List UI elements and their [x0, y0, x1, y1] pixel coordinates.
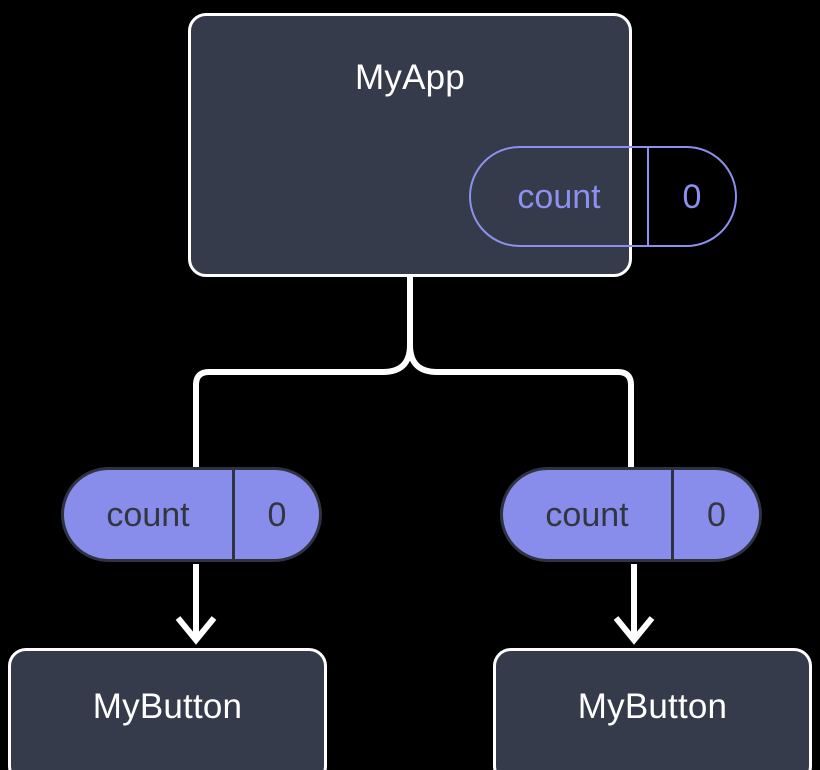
component-node-mybutton-right[interactable]: MyButton	[493, 648, 812, 770]
tree-branch-connector-right-icon	[407, 274, 634, 470]
state-pill-key: count	[503, 470, 674, 559]
component-node-mybutton-left[interactable]: MyButton	[8, 648, 327, 770]
state-pill-value: 0	[267, 495, 287, 534]
component-title-mybutton: MyButton	[92, 687, 243, 726]
state-pill-key: count	[471, 148, 649, 245]
component-title-mybutton: MyButton	[577, 687, 728, 726]
arrow-down-icon-left-head	[175, 616, 217, 645]
state-pill-left[interactable]: count 0	[61, 467, 322, 562]
arrow-down-icon-right-head	[613, 616, 655, 645]
state-pill-key: count	[64, 470, 235, 559]
component-title-myapp: MyApp	[355, 58, 465, 97]
state-pill-value: 0	[707, 495, 726, 534]
state-pill-value: 0	[682, 177, 702, 216]
state-pill-myapp[interactable]: count 0	[469, 146, 737, 247]
tree-branch-connector-icon	[193, 274, 413, 470]
state-pill-right[interactable]: count 0	[500, 467, 762, 562]
component-node-myapp[interactable]: MyApp count 0	[188, 13, 737, 277]
